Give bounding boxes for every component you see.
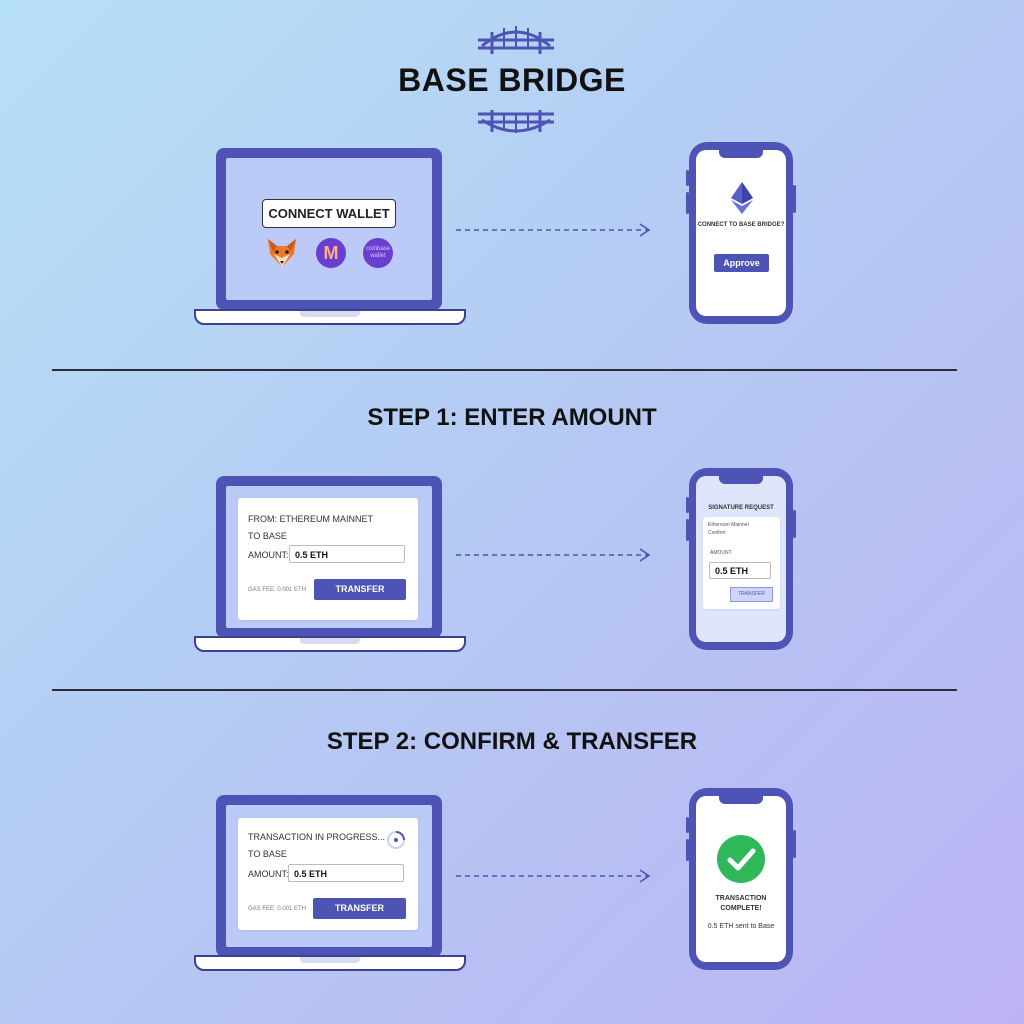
phone-connect-screen bbox=[696, 150, 786, 316]
bridge-icon-bottom bbox=[478, 110, 554, 133]
ethereum-icon bbox=[731, 182, 753, 214]
from-network-label: FROM: ETHEREUM MAINNET bbox=[248, 514, 373, 524]
sent-confirmation-text: 0.5 ETH sent to Base bbox=[707, 923, 775, 930]
phone-amount-input[interactable]: 0.5 ETH bbox=[709, 562, 771, 579]
transaction-complete-line1: TRANSACTION bbox=[715, 895, 767, 902]
phone-request-header: SIGNATURE REQUEST bbox=[708, 505, 774, 511]
divider-1 bbox=[52, 369, 957, 371]
amount-label-2: AMOUNT: bbox=[248, 869, 289, 879]
phone-transfer-button[interactable]: TRANSFER bbox=[730, 587, 773, 602]
laptop-confirm-base bbox=[194, 955, 466, 971]
coinbase-wallet-icon[interactable]: coinbase wallet bbox=[363, 238, 393, 268]
transfer-button-2[interactable]: TRANSFER bbox=[313, 898, 406, 919]
page-title: BASE BRIDGE bbox=[398, 62, 626, 98]
phone-connect bbox=[689, 142, 793, 324]
transfer-button[interactable]: TRANSFER bbox=[314, 579, 406, 600]
arrow-amount bbox=[456, 548, 651, 562]
laptop-connect-screen bbox=[226, 158, 432, 300]
fox-wallet-icon[interactable] bbox=[265, 236, 299, 270]
to-network-label: TO BASE bbox=[248, 531, 287, 541]
approve-button[interactable]: Approve bbox=[714, 254, 769, 272]
arrow-connect bbox=[456, 223, 651, 237]
laptop-amount-base bbox=[194, 636, 466, 652]
amount-input-2[interactable]: 0.5 ETH bbox=[288, 864, 404, 882]
divider-2 bbox=[52, 689, 957, 691]
amount-label: AMOUNT: bbox=[248, 550, 289, 560]
phone-request-network: Ethereum Mainnet bbox=[708, 522, 749, 528]
to-network-label-2: TO BASE bbox=[248, 849, 287, 859]
connect-wallet-button[interactable]: CONNECT WALLET bbox=[262, 199, 396, 228]
step-2-title: STEP 2: CONFIRM & TRANSFER bbox=[326, 728, 698, 755]
success-check-icon bbox=[717, 835, 765, 883]
phone-connect-prompt: CONNECT TO BASE BRIDGE? bbox=[697, 222, 785, 228]
transaction-complete-line2: COMPLETE! bbox=[720, 905, 762, 912]
phone-request-confirm: Confirm bbox=[708, 530, 726, 536]
amount-input[interactable]: 0.5 ETH bbox=[289, 545, 405, 563]
gas-fee-text: GAS FEE: 0.001 ETH bbox=[248, 587, 307, 593]
step-1-title: STEP 1: ENTER AMOUNT bbox=[367, 404, 657, 431]
m-wallet-icon[interactable]: M bbox=[316, 238, 346, 268]
phone-amount-label: AMOUNT bbox=[710, 550, 732, 556]
transaction-status-label: TRANSACTION IN PROGRESS... bbox=[248, 832, 386, 842]
laptop-connect-base bbox=[194, 309, 466, 325]
laptop-connect bbox=[216, 148, 442, 310]
bridge-icon-top bbox=[478, 26, 554, 54]
arrow-confirm bbox=[456, 869, 651, 883]
loading-spinner-icon bbox=[387, 831, 405, 849]
gas-fee-text-2: GAS FEE: 0.001 ETH bbox=[248, 906, 307, 912]
